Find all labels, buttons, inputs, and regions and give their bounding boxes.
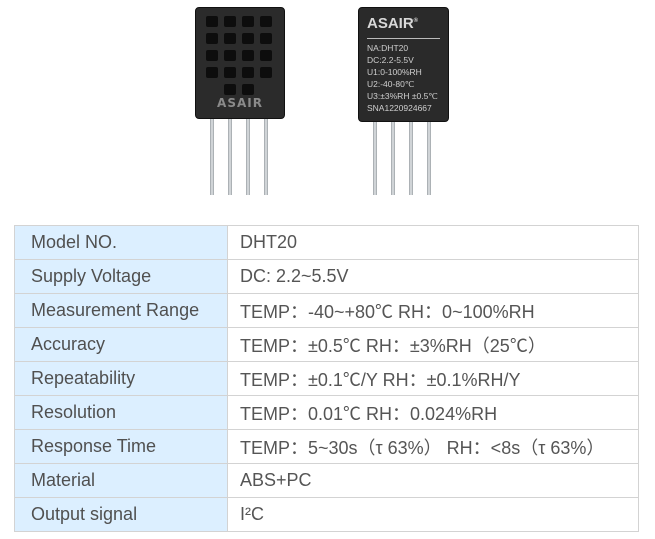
vent-hole <box>242 67 254 78</box>
spec-value: TEMP：-40~+80℃ RH：0~100%RH <box>227 293 639 328</box>
spec-value: I²C <box>227 497 639 532</box>
pin <box>409 115 413 195</box>
vent-hole <box>260 67 272 78</box>
sensor-back-image: ASAIR® NA:DHT20 DC:2.2-5.5V U1:0-100%RH … <box>358 7 449 122</box>
marking-line: U2:-40-80℃ <box>367 79 415 89</box>
divider <box>367 38 440 39</box>
vent-hole <box>206 33 218 44</box>
spec-label: Supply Voltage <box>14 259 228 294</box>
marking-line: U3:±3%RH ±0.5℃ <box>367 91 438 101</box>
spec-value: TEMP：±0.5℃ RH：±3%RH（25℃） <box>227 327 639 362</box>
vent-hole <box>206 16 218 27</box>
spec-label: Accuracy <box>14 327 228 362</box>
spec-label: Output signal <box>14 497 228 532</box>
chip-markings: NA:DHT20 DC:2.2-5.5V U1:0-100%RH U2:-40-… <box>367 42 438 114</box>
spec-label: Repeatability <box>14 361 228 396</box>
vent-hole <box>242 33 254 44</box>
pin <box>391 115 395 195</box>
vent-hole <box>242 50 254 61</box>
marking-line: SNA1220924667 <box>367 103 432 113</box>
marking-line: NA:DHT20 <box>367 43 409 53</box>
spec-value: TEMP：0.01℃ RH：0.024%RH <box>227 395 639 430</box>
chip-brand: ASAIR <box>367 15 414 32</box>
marking-line: DC:2.2-5.5V <box>367 55 414 65</box>
pin <box>373 115 377 195</box>
spec-value: TEMP：5~30s（τ 63%） RH：<8s（τ 63%） <box>227 429 639 464</box>
vent-hole <box>242 84 254 95</box>
vent-hole <box>224 67 236 78</box>
vent-hole <box>224 33 236 44</box>
vent-hole <box>224 16 236 27</box>
spec-label: Resolution <box>14 395 228 430</box>
spec-label: Response Time <box>14 429 228 464</box>
spec-label: Material <box>14 463 228 498</box>
vent-hole <box>260 16 272 27</box>
vent-hole <box>260 50 272 61</box>
sensor-front-image: ASAIR <box>195 7 285 119</box>
marking-line: U1:0-100%RH <box>367 67 422 77</box>
spec-label: Model NO. <box>14 225 228 260</box>
chip-brand: ASAIR <box>217 96 263 110</box>
vent-hole <box>224 84 236 95</box>
registered-mark: ® <box>413 18 419 24</box>
spec-value: ABS+PC <box>227 463 639 498</box>
vent-hole <box>242 16 254 27</box>
pin <box>246 112 250 195</box>
vent-hole <box>260 33 272 44</box>
spec-value: DHT20 <box>227 225 639 260</box>
pin <box>427 115 431 195</box>
vent-hole <box>206 67 218 78</box>
spec-value: TEMP：±0.1℃/Y RH：±0.1%RH/Y <box>227 361 639 396</box>
pin <box>264 112 268 195</box>
pin <box>228 112 232 195</box>
spec-value: DC: 2.2~5.5V <box>227 259 639 294</box>
vent-hole <box>224 50 236 61</box>
vent-hole <box>206 50 218 61</box>
table-row: Model NO.DHT20 <box>14 225 639 260</box>
pin <box>210 112 214 195</box>
spec-label: Measurement Range <box>14 293 228 328</box>
